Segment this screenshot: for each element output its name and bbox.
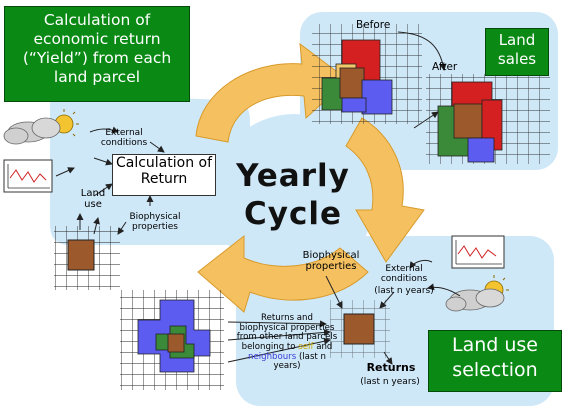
parcel-bottom-right xyxy=(343,313,375,345)
parcel-left xyxy=(67,239,95,271)
flow-arrows-right xyxy=(227,259,461,365)
calculation-of-return-box: Calculation of Return xyxy=(112,154,216,196)
parcels-neighbours xyxy=(137,299,211,373)
land-use-selection-box: Land use selection xyxy=(428,330,562,392)
cloud-sun-icon-right xyxy=(445,275,509,312)
yield-calculation-box: Calculation of economic return (“Yield”)… xyxy=(4,6,190,102)
last-n-years-label-1: (last n years) xyxy=(374,286,434,296)
cloud-sun-icon-left xyxy=(3,109,79,145)
yearly-title: Yearly xyxy=(236,158,350,194)
line-chart-icon-left xyxy=(3,159,53,193)
after-label: After xyxy=(432,61,458,73)
and-word: and xyxy=(316,341,333,352)
land-use-label: Land use xyxy=(80,188,106,211)
last-n-years-label-2: (last n years) xyxy=(273,351,326,372)
cycle-arrows xyxy=(195,42,425,313)
self-word: self xyxy=(298,341,314,352)
land-sales-box: Land sales xyxy=(485,28,549,76)
external-conditions-label-right: External conditions xyxy=(380,264,428,285)
returns-label: Returns xyxy=(366,361,416,374)
before-label: Before xyxy=(356,19,391,31)
external-conditions-label-left: External conditions xyxy=(100,128,148,149)
parcels-before xyxy=(321,39,393,115)
returns-info-text: Returns and biophysical properties from … xyxy=(236,313,338,372)
biophysical-properties-label-right: Biophysical properties xyxy=(302,250,360,273)
after-arrow xyxy=(413,111,439,129)
cycle-title: Cycle xyxy=(244,196,342,232)
panel-center xyxy=(212,114,376,278)
before-after-arrow xyxy=(397,31,447,71)
parcels-after xyxy=(437,81,503,163)
cycle-arrow-bottom xyxy=(197,234,369,313)
biophysical-properties-label-left: Biophysical properties xyxy=(129,212,181,233)
cycle-arrow-right xyxy=(345,117,425,263)
neighbours-word: neighbours xyxy=(248,351,297,362)
line-chart-icon-right xyxy=(451,235,505,269)
returns-info-main: Returns and biophysical properties from … xyxy=(236,313,338,352)
last-n-years-label-3: (last n years) xyxy=(360,377,420,387)
flow-arrows-left xyxy=(55,126,165,235)
